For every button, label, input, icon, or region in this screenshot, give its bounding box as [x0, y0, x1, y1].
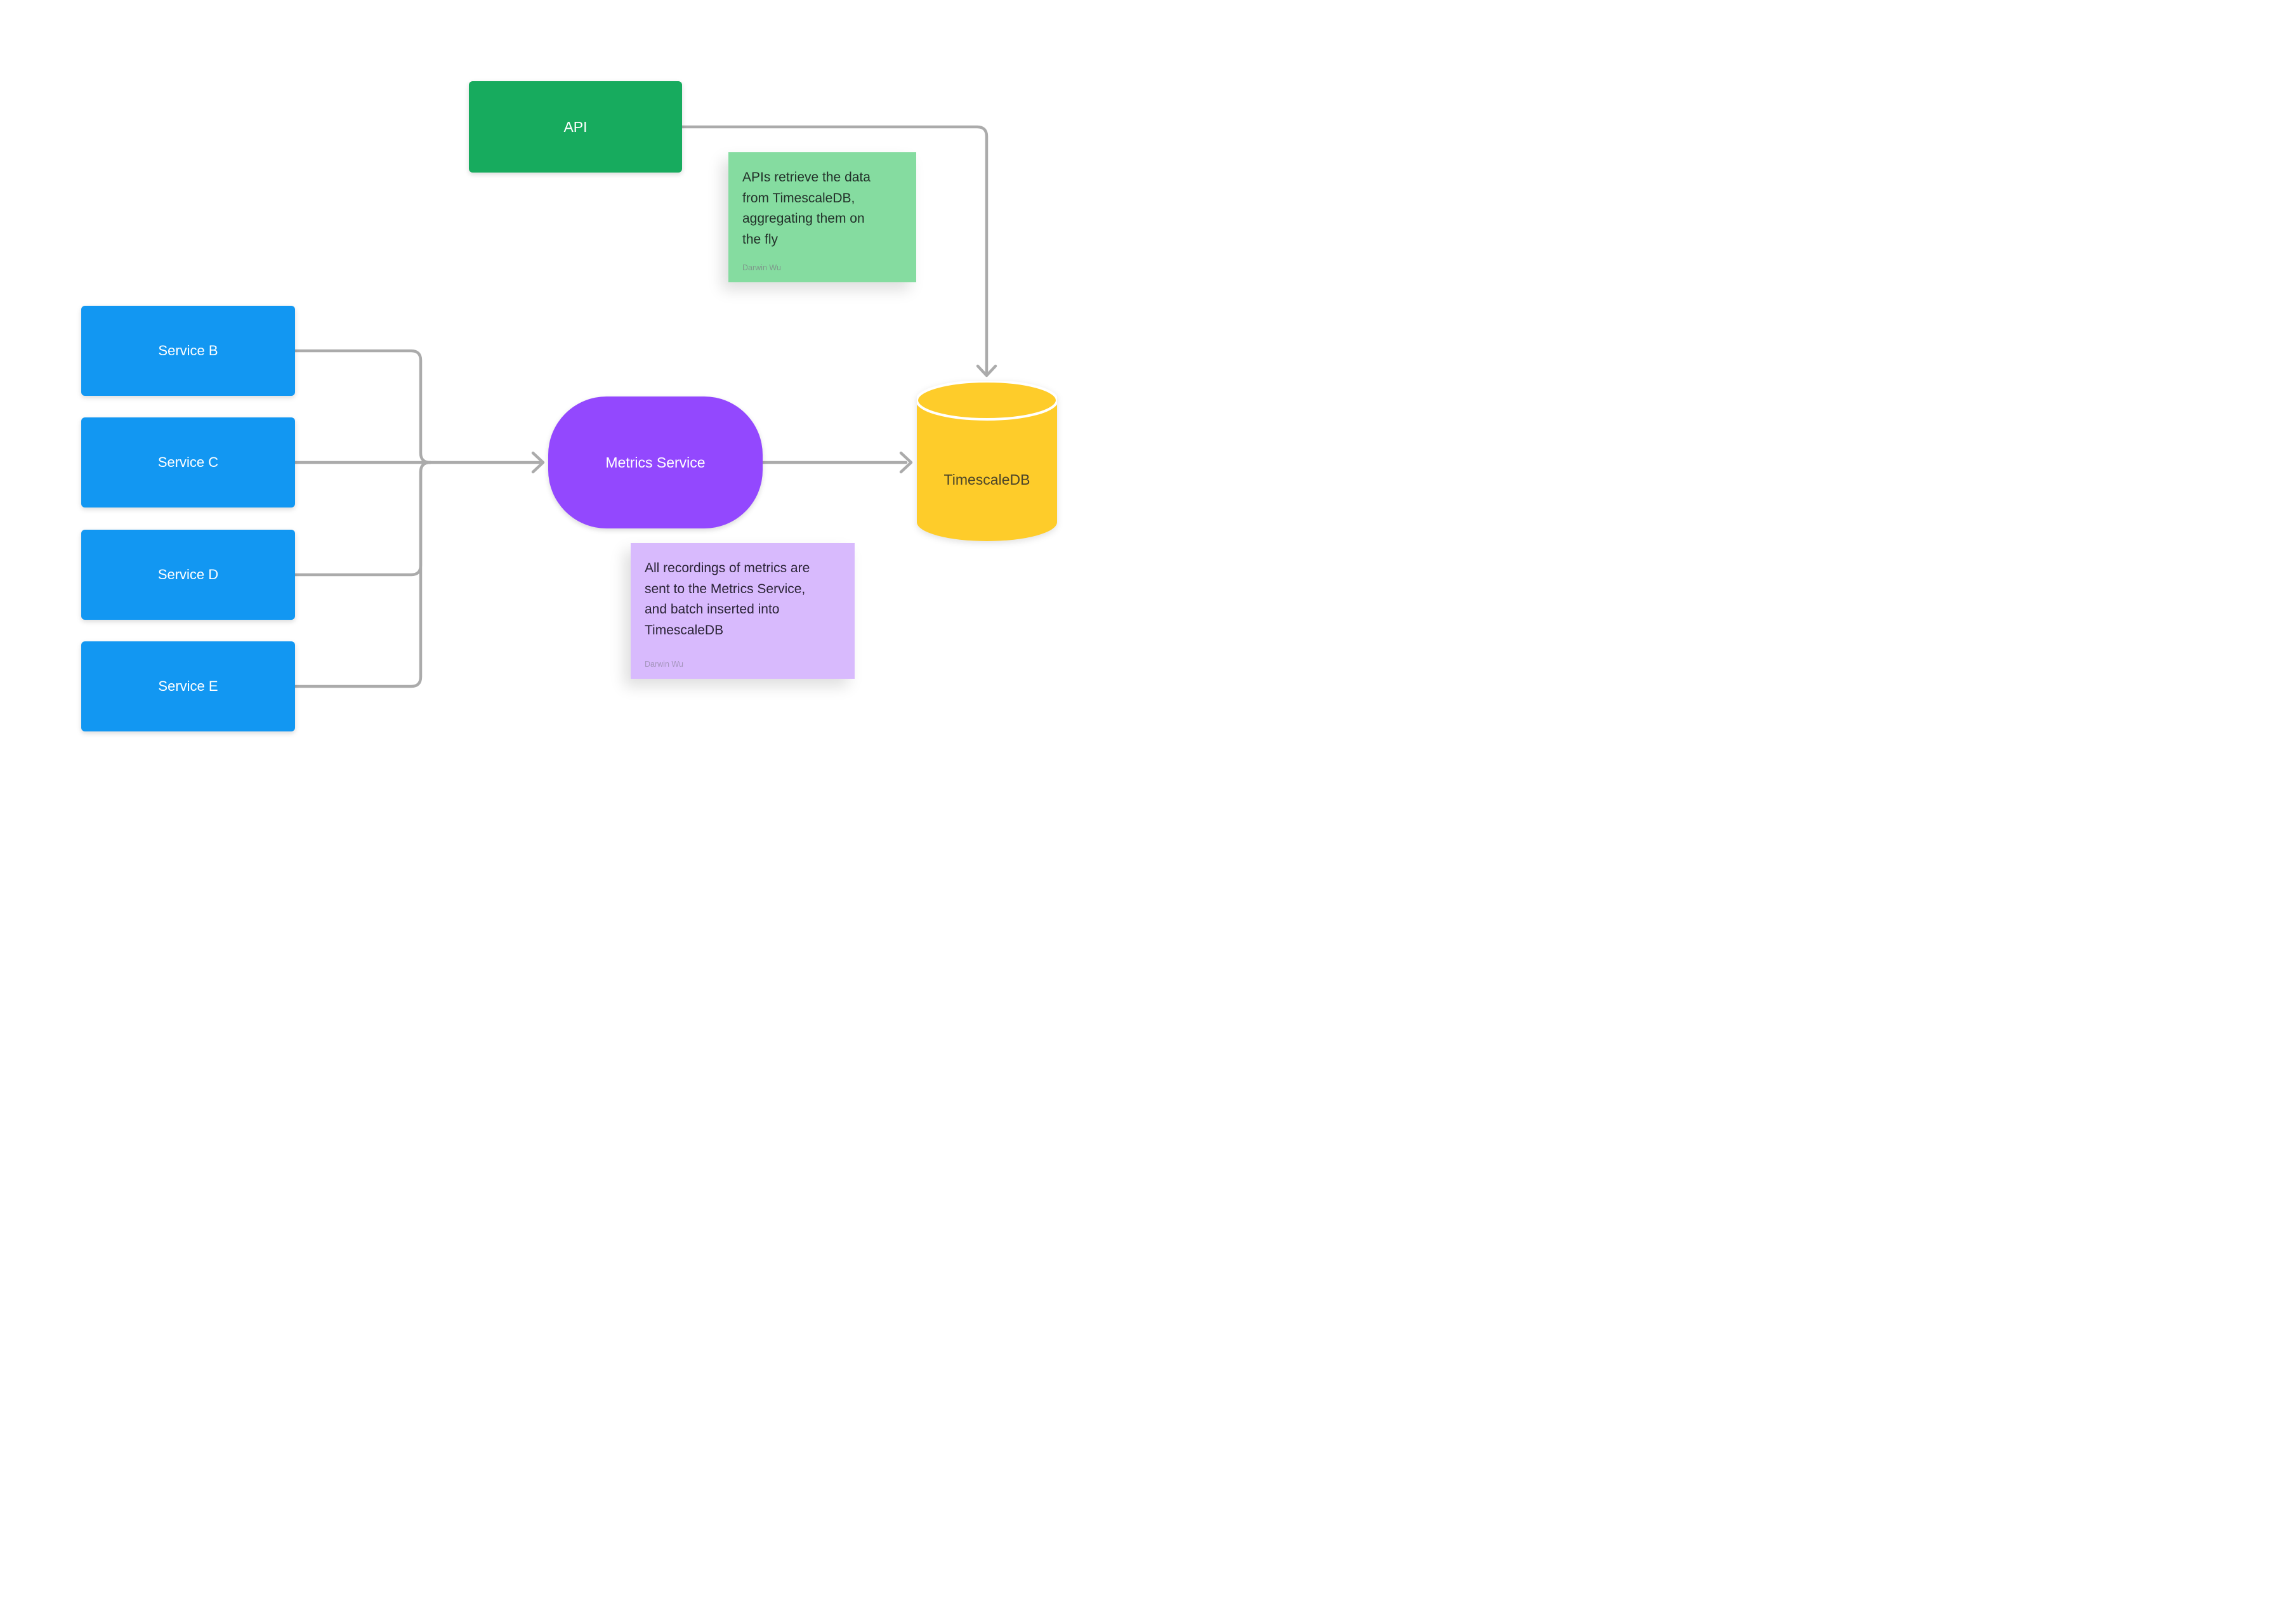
arrowhead-into-metrics-icon — [531, 451, 545, 474]
connector-layer — [293, 125, 997, 688]
sticky-note-metrics-text: All recordings of metrics are sent to th… — [645, 561, 810, 638]
node-service-e-label: Service E — [158, 678, 218, 694]
arrowhead-into-database-right-icon — [899, 451, 913, 474]
connector-service-b[interactable] — [293, 349, 432, 464]
node-service-d[interactable]: Service D — [81, 530, 295, 620]
whiteboard-canvas[interactable]: API Service B Service C Service D Servic… — [0, 0, 1137, 812]
sticky-note-api-text: APIs retrieve the data from TimescaleDB,… — [742, 170, 871, 247]
node-metrics-service[interactable]: Metrics Service — [548, 396, 763, 528]
sticky-note-api[interactable]: APIs retrieve the data from TimescaleDB,… — [728, 152, 916, 282]
connector-service-e[interactable] — [293, 461, 432, 688]
arrowhead-into-database-top-icon — [976, 364, 997, 377]
sticky-note-api-author: Darwin Wu — [742, 263, 781, 272]
node-database-label: TimescaleDB — [943, 471, 1030, 488]
node-service-d-label: Service D — [157, 566, 219, 582]
node-api-label: API — [563, 118, 588, 135]
cylinder-lid — [917, 381, 1057, 421]
connector-service-d[interactable] — [293, 461, 432, 577]
node-service-b[interactable]: Service B — [81, 306, 295, 396]
node-api[interactable]: API — [469, 81, 682, 173]
node-database[interactable]: TimescaleDB — [917, 381, 1057, 541]
node-service-e[interactable]: Service E — [81, 641, 295, 731]
sticky-note-metrics-author: Darwin Wu — [645, 660, 683, 669]
connector-api-to-database[interactable] — [680, 125, 989, 375]
database-cylinder-icon — [917, 381, 1057, 541]
node-service-c[interactable]: Service C — [81, 417, 295, 508]
node-service-c-label: Service C — [157, 454, 219, 470]
node-metrics-service-label: Metrics Service — [605, 454, 706, 471]
cylinder-bottom — [917, 503, 1057, 541]
node-service-b-label: Service B — [158, 343, 218, 358]
sticky-note-metrics[interactable]: All recordings of metrics are sent to th… — [631, 543, 855, 679]
